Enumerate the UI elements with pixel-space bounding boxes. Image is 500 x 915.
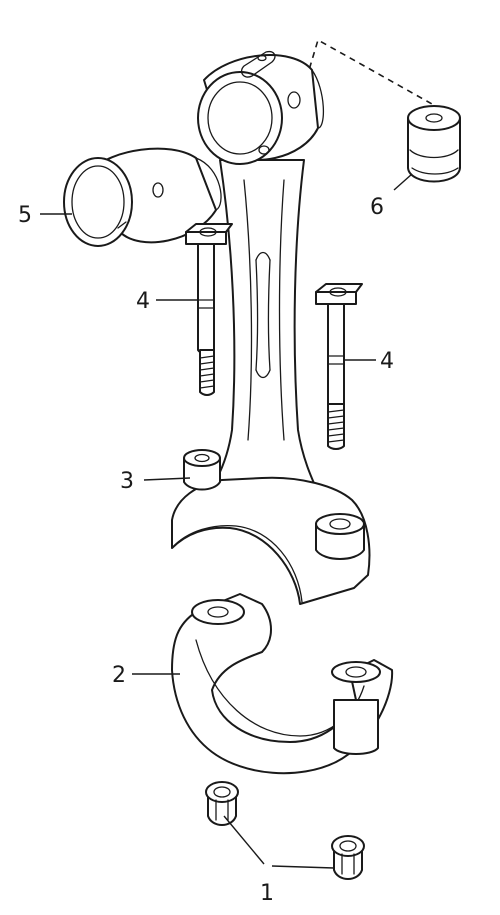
- rod-bolt-right: [315, 283, 363, 450]
- callout-labels: 5 6 4 4 3 2 1: [18, 195, 394, 906]
- rod-cap: [171, 593, 394, 775]
- callout-4-left: 4: [136, 289, 150, 314]
- nut-left: [205, 781, 239, 826]
- nut-right: [331, 835, 365, 880]
- callout-6: 6: [370, 195, 384, 220]
- callout-2: 2: [112, 663, 126, 688]
- callout-1: 1: [260, 881, 274, 906]
- callout-5: 5: [18, 203, 32, 228]
- leader-lines: [40, 173, 413, 869]
- callout-4-right: 4: [380, 349, 394, 374]
- rod-bolt-left: [185, 223, 233, 396]
- connecting-rod: [171, 50, 371, 605]
- oil-jet-insert: [407, 105, 461, 183]
- small-end-bushing: [63, 147, 222, 247]
- callout-3: 3: [120, 469, 134, 494]
- insert-assembly-line: [299, 38, 433, 105]
